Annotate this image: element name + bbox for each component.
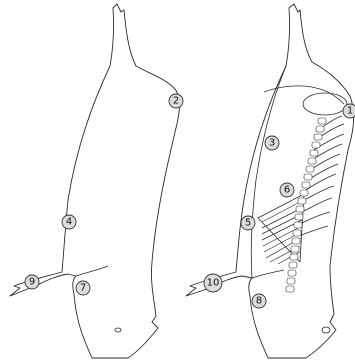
svg-text:8: 8	[256, 296, 262, 307]
svg-text:5: 5	[245, 218, 251, 229]
marker-9: 9	[25, 275, 39, 289]
svg-text:4: 4	[66, 217, 72, 228]
marker-6: 6	[280, 183, 294, 197]
svg-text:9: 9	[29, 277, 35, 288]
marker-7: 7	[76, 281, 90, 295]
svg-text:6: 6	[284, 185, 290, 196]
exterior-carcass-outline	[10, 4, 180, 358]
marker-1: 1	[343, 104, 355, 118]
marker-10: 10	[204, 274, 222, 292]
marker-5: 5	[241, 216, 255, 230]
marker-2: 2	[169, 94, 183, 108]
exterior-carcass	[10, 4, 180, 358]
svg-text:1: 1	[347, 106, 353, 117]
svg-text:2: 2	[173, 96, 179, 107]
svg-text:10: 10	[207, 278, 220, 289]
interior-carcass-outline	[186, 4, 354, 358]
marker-4: 4	[62, 215, 76, 229]
interior-carcass	[186, 4, 354, 358]
marker-8: 8	[252, 294, 266, 308]
marker-3: 3	[265, 136, 279, 150]
svg-text:7: 7	[80, 283, 86, 294]
svg-text:3: 3	[269, 138, 275, 149]
